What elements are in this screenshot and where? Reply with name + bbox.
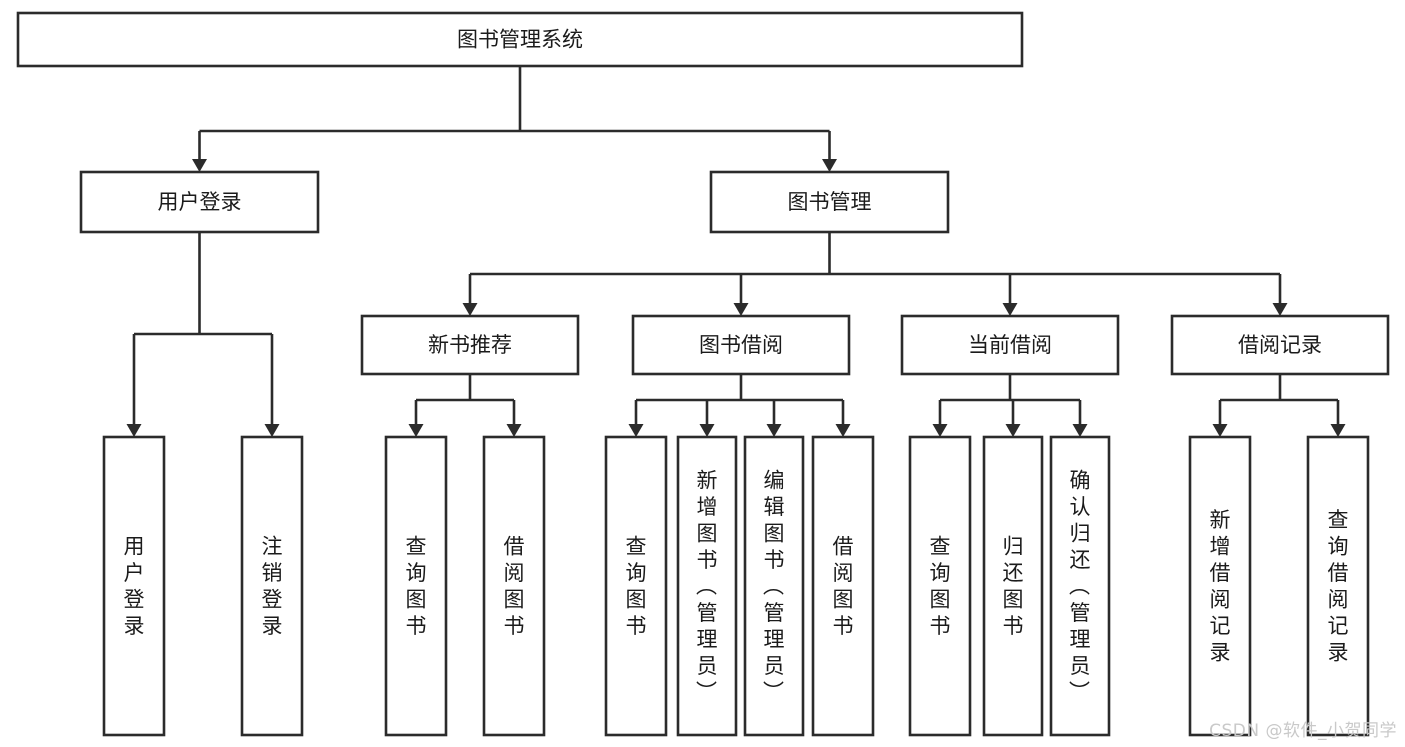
arrow-head-icon	[932, 424, 948, 437]
node-book-manage-box	[709, 170, 950, 234]
node-leaf-borrow-book-1-label: 借阅图书	[504, 535, 525, 639]
arrow-head-icon	[126, 424, 142, 437]
node-leaf-logout-login-label: 注销登录	[262, 535, 283, 639]
arrow-head-icon	[822, 159, 837, 172]
arrow-head-icon	[1005, 424, 1021, 437]
node-leaf-borrow-book-2-label: 借阅图书	[833, 535, 854, 639]
node-user-login-box	[79, 170, 320, 234]
node-borrow-record[interactable]: 借阅记录	[1170, 314, 1390, 376]
node-leaf-edit-book-label: 编辑图书（管理员）	[763, 468, 785, 704]
node-leaf-query-book-3-box	[908, 435, 972, 737]
node-leaf-query-book-2-label: 查询图书	[626, 535, 647, 639]
node-leaf-logout-login[interactable]: 注销登录	[240, 435, 304, 737]
arrow-head-icon	[628, 424, 644, 437]
node-leaf-confirm-return-box	[1049, 435, 1111, 737]
node-new-book-recommend-label: 新书推荐	[428, 333, 512, 357]
node-leaf-confirm-return[interactable]: 确认归还（管理员）	[1049, 435, 1111, 737]
nodes-layer: 图书管理系统用户登录图书管理新书推荐图书借阅当前借阅借阅记录用户登录注销登录查询…	[16, 11, 1390, 737]
arrow-head-icon	[1002, 303, 1018, 316]
node-root-book-management-system-box	[16, 11, 1024, 68]
node-leaf-borrow-book-2-box	[811, 435, 875, 737]
node-leaf-query-book-1[interactable]: 查询图书	[384, 435, 448, 737]
node-root-book-management-system-label: 图书管理系统	[457, 28, 583, 52]
arrow-head-icon	[699, 424, 715, 437]
node-book-borrow-label: 图书借阅	[699, 333, 783, 357]
arrow-head-icon	[1212, 424, 1228, 437]
node-leaf-query-book-1-label: 查询图书	[406, 535, 427, 639]
arrow-head-icon	[192, 159, 207, 172]
node-new-book-recommend-box	[360, 314, 580, 376]
node-user-login[interactable]: 用户登录	[79, 170, 320, 234]
node-leaf-query-book-1-box	[384, 435, 448, 737]
node-leaf-return-book-box	[982, 435, 1044, 737]
node-leaf-borrow-book-1[interactable]: 借阅图书	[482, 435, 546, 737]
node-leaf-logout-login-box	[240, 435, 304, 737]
arrow-head-icon	[462, 303, 478, 316]
node-book-manage[interactable]: 图书管理	[709, 170, 950, 234]
node-leaf-edit-book[interactable]: 编辑图书（管理员）	[743, 435, 805, 737]
node-current-borrow-box	[900, 314, 1120, 376]
node-leaf-add-record-box	[1188, 435, 1252, 737]
arrow-head-icon	[1330, 424, 1346, 437]
node-book-manage-label: 图书管理	[788, 190, 872, 214]
node-current-borrow[interactable]: 当前借阅	[900, 314, 1120, 376]
node-leaf-query-book-2-box	[604, 435, 668, 737]
connectors-layer	[126, 66, 1346, 437]
node-leaf-borrow-book-1-box	[482, 435, 546, 737]
arrow-head-icon	[408, 424, 424, 437]
node-leaf-user-login[interactable]: 用户登录	[102, 435, 166, 737]
node-leaf-query-record-box	[1306, 435, 1370, 737]
arrow-head-icon	[733, 303, 749, 316]
node-leaf-add-record-label: 新增借阅记录	[1210, 508, 1231, 665]
arrow-head-icon	[1272, 303, 1288, 316]
node-leaf-return-book[interactable]: 归还图书	[982, 435, 1044, 737]
node-root-book-management-system[interactable]: 图书管理系统	[16, 11, 1024, 68]
node-borrow-record-label: 借阅记录	[1238, 333, 1322, 357]
node-leaf-confirm-return-label: 确认归还（管理员）	[1069, 468, 1091, 704]
node-leaf-borrow-book-2[interactable]: 借阅图书	[811, 435, 875, 737]
node-leaf-add-book[interactable]: 新增图书（管理员）	[676, 435, 738, 737]
node-user-login-label: 用户登录	[158, 190, 242, 214]
node-leaf-query-record-label: 查询借阅记录	[1328, 508, 1349, 665]
arrow-head-icon	[264, 424, 280, 437]
node-borrow-record-box	[1170, 314, 1390, 376]
node-leaf-user-login-label: 用户登录	[124, 535, 145, 639]
node-leaf-edit-book-box	[743, 435, 805, 737]
node-leaf-return-book-label: 归还图书	[1003, 535, 1024, 639]
node-leaf-add-record[interactable]: 新增借阅记录	[1188, 435, 1252, 737]
arrow-head-icon	[835, 424, 851, 437]
arrow-head-icon	[766, 424, 782, 437]
node-leaf-user-login-box	[102, 435, 166, 737]
node-leaf-add-book-box	[676, 435, 738, 737]
node-leaf-query-book-3[interactable]: 查询图书	[908, 435, 972, 737]
arrow-head-icon	[506, 424, 522, 437]
node-leaf-query-record[interactable]: 查询借阅记录	[1306, 435, 1370, 737]
node-leaf-query-book-3-label: 查询图书	[930, 535, 951, 639]
node-leaf-add-book-label: 新增图书（管理员）	[696, 468, 718, 704]
arrow-head-icon	[1072, 424, 1088, 437]
node-leaf-query-book-2[interactable]: 查询图书	[604, 435, 668, 737]
node-new-book-recommend[interactable]: 新书推荐	[360, 314, 580, 376]
node-book-borrow[interactable]: 图书借阅	[631, 314, 851, 376]
node-book-borrow-box	[631, 314, 851, 376]
node-current-borrow-label: 当前借阅	[968, 333, 1052, 357]
